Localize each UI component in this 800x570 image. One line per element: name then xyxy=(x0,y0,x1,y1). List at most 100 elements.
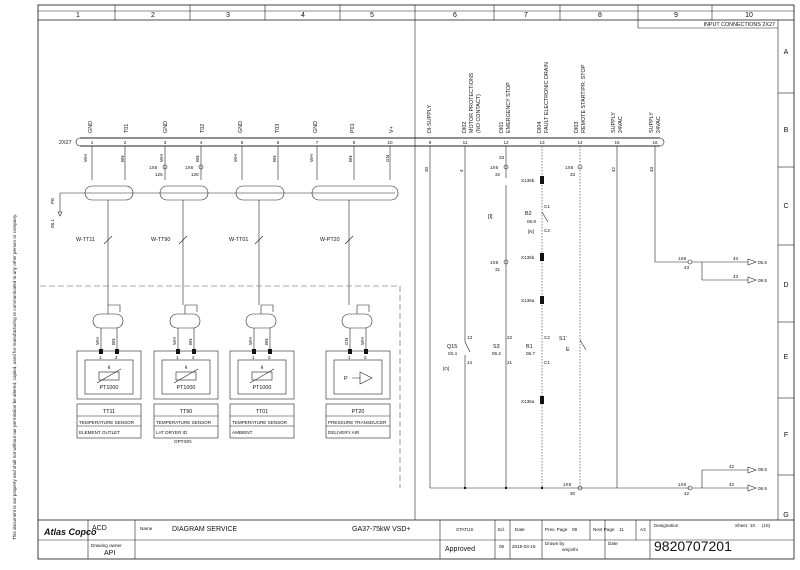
terminal-number: 15 xyxy=(614,140,620,145)
svg-text:θ: θ xyxy=(261,365,264,370)
signal-label: DI01 xyxy=(499,122,505,133)
svg-text:4: 4 xyxy=(459,169,464,172)
column-number: 1 xyxy=(76,12,80,19)
cable-label: W-TT01 xyxy=(229,237,248,243)
svg-text:Prev. Page: Prev. Page xyxy=(545,527,568,532)
di-devices: 30 4 42 43 1X6 32 33 1X6 33 [I] X136b B2… xyxy=(424,155,693,496)
connector-1x6-upper: 1X6 1X6 125 126 xyxy=(149,164,204,177)
svg-text:E: E xyxy=(566,347,570,353)
svg-text:1X6: 1X6 xyxy=(490,165,499,170)
sensor-symbol: PT1000 xyxy=(100,385,119,391)
terminal-number: 13 xyxy=(539,140,545,145)
svg-text:43: 43 xyxy=(733,274,739,279)
column-number: 3 xyxy=(226,12,230,19)
svg-text:WH: WH xyxy=(159,154,164,162)
svg-text:1: 1 xyxy=(176,355,179,360)
signal-label: DI03 xyxy=(574,122,580,133)
svg-text:1: 1 xyxy=(99,355,102,360)
sensor-location: LAT DRYER ID xyxy=(156,430,188,435)
wire-colours: WH BN WH BN WH BN WH BN GN xyxy=(83,154,390,162)
svg-text:BN: BN xyxy=(120,156,125,162)
svg-text:[N]: [N] xyxy=(528,229,534,234)
signal-label: 24VAC xyxy=(618,116,624,133)
svg-text:θ: θ xyxy=(185,365,188,370)
svg-text:10: 10 xyxy=(750,523,756,528)
svg-text:42: 42 xyxy=(684,491,690,496)
signal-label: SUPPLY xyxy=(649,112,655,133)
signal-label: GND xyxy=(238,121,244,133)
svg-text:2: 2 xyxy=(364,355,367,360)
column-number: 5 xyxy=(370,12,374,19)
terminal-number: 3 xyxy=(164,140,167,145)
signal-label: GND xyxy=(88,121,94,133)
terminal-number: 4 xyxy=(200,140,203,145)
svg-text:API: API xyxy=(104,550,115,557)
svg-text:1X6: 1X6 xyxy=(563,482,572,487)
signal-label: DI02 xyxy=(462,122,468,133)
column-number: 8 xyxy=(598,12,602,19)
svg-text:GN: GN xyxy=(385,155,390,162)
svg-text:2: 2 xyxy=(192,355,195,360)
svg-text:WH: WH xyxy=(248,337,253,345)
svg-text:Q15: Q15 xyxy=(447,344,457,350)
svg-text:43: 43 xyxy=(733,256,739,261)
svg-text:A3: A3 xyxy=(640,527,646,532)
svg-text:X136a: X136a xyxy=(521,399,535,404)
cable-label: W-TT90 xyxy=(151,237,170,243)
svg-text:30: 30 xyxy=(570,491,576,496)
svg-text:125: 125 xyxy=(155,172,163,177)
sensor-desc: PRESSURE TRANSDUCER xyxy=(328,420,387,425)
svg-text:B1: B1 xyxy=(526,344,533,350)
svg-text:C1: C1 xyxy=(544,204,550,209)
title-block: Atlas Copco ACD Drawing owner API Name D… xyxy=(38,519,794,559)
sensor-tag: TT11 xyxy=(103,409,115,415)
svg-text:05.5: 05.5 xyxy=(758,260,767,265)
signal-label: T03 xyxy=(275,124,281,133)
signal-label: 24VAC xyxy=(656,116,662,133)
terminal-number: 16 xyxy=(652,140,658,145)
svg-text:13: 13 xyxy=(467,335,473,340)
field-boundary xyxy=(40,285,401,488)
pe-label: PE xyxy=(50,198,55,204)
svg-text:09.5: 09.5 xyxy=(758,278,767,283)
svg-text:Sheet: Sheet xyxy=(735,523,748,528)
svg-text:33: 33 xyxy=(570,172,576,177)
terminal-number: 8 xyxy=(353,140,356,145)
svg-text:Ed.: Ed. xyxy=(498,527,505,532)
svg-text:05.5: 05.5 xyxy=(758,486,767,491)
signal-labels: GND T01 GND T02 GND T03 GND P01 V+ DI-SU… xyxy=(88,62,662,133)
svg-text:1X6: 1X6 xyxy=(185,165,194,170)
svg-text:2016-03-16: 2016-03-16 xyxy=(512,544,536,549)
svg-text:[I]: [I] xyxy=(488,214,493,220)
svg-text:X136b: X136b xyxy=(521,255,535,260)
svg-text:[O]: [O] xyxy=(443,366,449,371)
svg-text:09: 09 xyxy=(572,527,578,532)
svg-text:42: 42 xyxy=(729,464,735,469)
signal-label: GND xyxy=(313,121,319,133)
svg-text:X136b: X136b xyxy=(521,178,535,183)
svg-text:WH: WH xyxy=(95,337,100,345)
left-cross-ref: 08.1 xyxy=(50,219,55,228)
cable-labels: W-TT11 W-TT90 W-TT01 W-PT20 xyxy=(76,237,340,243)
status-value: Approved xyxy=(445,546,475,553)
svg-text:Date: Date xyxy=(515,527,525,532)
sensor-tag: TT01 xyxy=(256,409,269,415)
svg-text:ACD: ACD xyxy=(92,525,107,532)
svg-text:C1: C1 xyxy=(544,360,550,365)
terminal-strip-name: 2X27 xyxy=(59,140,72,146)
svg-text:1: 1 xyxy=(348,355,351,360)
cross-references: 43 43 05.5 09.5 42 42 09.5 05.5 xyxy=(692,256,767,492)
column-number: 4 xyxy=(301,12,305,19)
svg-text:S3: S3 xyxy=(493,344,500,350)
column-number: 7 xyxy=(524,12,528,19)
cable-label: W-TT11 xyxy=(76,237,95,243)
svg-text:11: 11 xyxy=(619,527,624,532)
signal-label: DI04 xyxy=(537,122,543,133)
svg-text:WH: WH xyxy=(233,154,238,162)
terminal-number: 11 xyxy=(463,140,468,145)
